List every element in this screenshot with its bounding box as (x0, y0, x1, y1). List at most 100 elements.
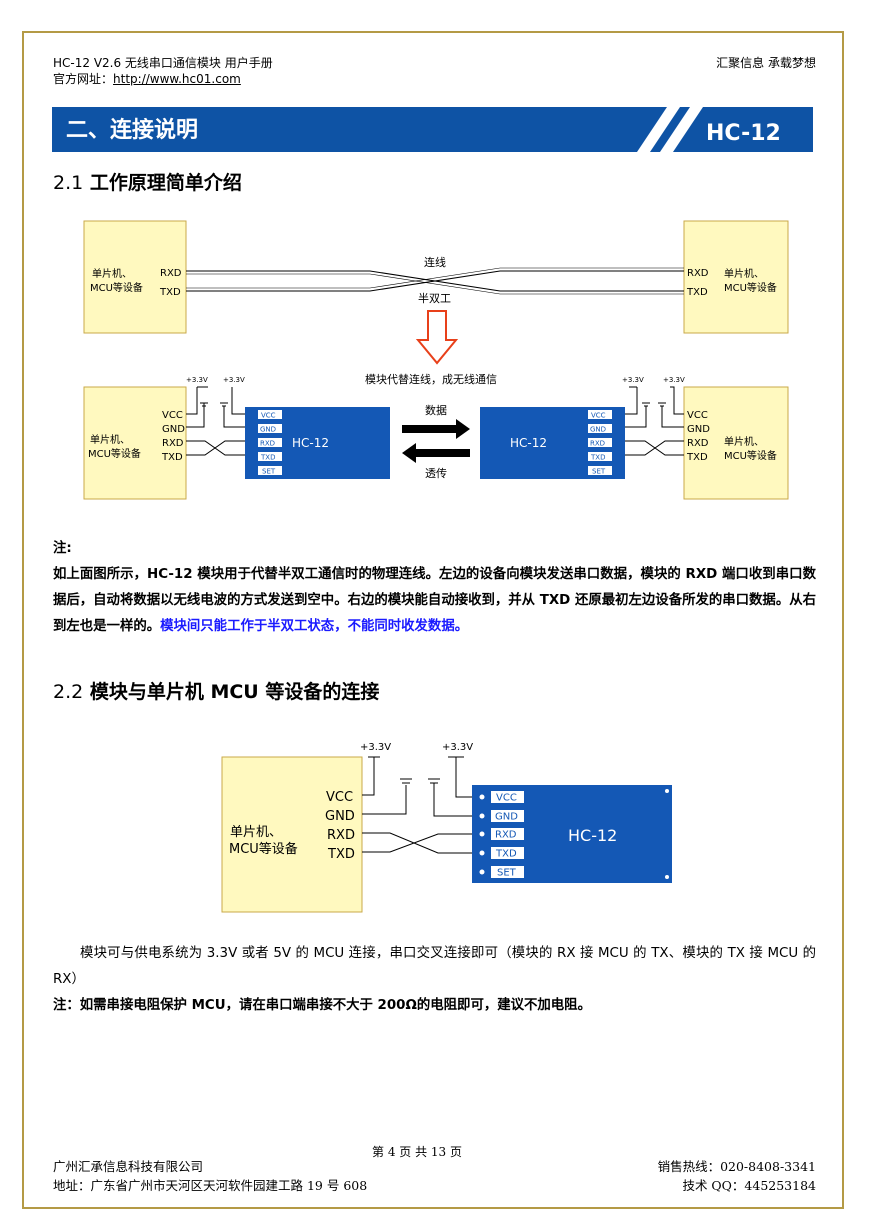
pin-label: GND (325, 809, 355, 824)
gnd-wire (186, 402, 208, 428)
device-label: 单片机、 (724, 435, 764, 448)
section-title: 工作原理简单介绍 (89, 172, 242, 194)
device-label: 单片机、 (230, 825, 282, 840)
module-pin-label: VCC (591, 412, 606, 420)
device-label: MCU等设备 (88, 447, 141, 460)
note-1: 注: 如上面图所示，HC-12 模块用于代替半双工通信时的物理连线。左边的设备向… (53, 536, 816, 640)
section-banner: 二、连接说明 HC-12 (52, 107, 813, 152)
module-pin-label: SET (592, 468, 606, 476)
wire-label: 半双工 (418, 291, 451, 305)
vcc-wire (625, 386, 638, 415)
module-pin-label: SET (262, 468, 276, 476)
device-label: MCU等设备 (229, 841, 298, 857)
voltage-label: +3.3V (663, 376, 685, 384)
page-frame (22, 31, 844, 1209)
footer-right: 销售热线：020-8408-3341 技术 QQ：445253184 (658, 1157, 816, 1195)
pin-label: RXD (327, 828, 355, 843)
voltage-label: +3.3V (442, 742, 473, 753)
right-device-box (683, 386, 789, 500)
note-label: 注: (53, 541, 72, 556)
website-line: 官方网址：http://www.hc01.com (53, 71, 273, 87)
banner-stripe (660, 107, 703, 152)
device-label: 单片机、 (90, 433, 130, 446)
pin-label: RXD (687, 438, 709, 449)
pin-label: TXD (159, 287, 181, 298)
vcc-wire (362, 756, 380, 796)
module-pin-label: VCC (261, 412, 276, 420)
banner-title: 二、连接说明 (66, 117, 198, 143)
voltage-label: +3.3V (360, 742, 391, 753)
voltage-label: +3.3V (223, 376, 245, 384)
mount-hole (665, 875, 669, 879)
gnd-wire (362, 778, 412, 815)
note-2: 注：如需串接电阻保护 MCU，请在串口端串接不大于 200Ω的电阻即可，建议不加… (53, 998, 591, 1013)
right-arrow-icon (402, 419, 470, 439)
cross-wire (362, 832, 472, 854)
section-2-1-heading: 2.1 工作原理简单介绍 (53, 168, 242, 195)
wire (186, 267, 684, 289)
module-pin-label: RXD (495, 830, 517, 841)
vcc-wire (670, 386, 684, 415)
pin-label: VCC (687, 410, 708, 421)
diagram-caption: 模块代替连线，成无线通信 (365, 372, 497, 386)
tech-qq: 技术 QQ：445253184 (682, 1178, 816, 1193)
left-device-box (83, 386, 187, 500)
pin-label: TXD (686, 287, 708, 298)
voltage-label: +3.3V (186, 376, 208, 384)
website-label: 官方网址： (53, 72, 114, 86)
sales-hotline: 销售热线：020-8408-3341 (657, 1159, 816, 1174)
module-pin-label: RXD (590, 440, 605, 448)
pin-label: TXD (686, 452, 708, 463)
header-slogan: 汇聚信息 承载梦想 (716, 56, 816, 70)
doc-title: HC-12 V2.6 无线串口通信模块 用户手册 (53, 56, 273, 70)
left-device-box (83, 220, 187, 334)
module-pin-label: TXD (260, 454, 275, 462)
mcu-connection-diagram: 单片机、 MCU等设备 VCC GND RXD TXD +3.3V +3.3V … (220, 735, 680, 921)
module-pin-label: TXD (590, 454, 605, 462)
module-pins: VCC GND RXD TXD SET (588, 410, 612, 476)
gnd-wire (220, 402, 247, 428)
vcc-wire (448, 756, 472, 798)
gnd-wire (625, 402, 650, 428)
pin-label: TXD (327, 847, 355, 862)
pin-label: RXD (160, 268, 182, 279)
vcc-wire (186, 386, 208, 415)
section-number: 2.2 (53, 681, 84, 703)
pin-label: VCC (326, 790, 353, 805)
module-pins: VCC GND RXD TXD SET (479, 791, 524, 879)
pin-label: GND (162, 424, 185, 435)
module-name: HC-12 (510, 436, 547, 450)
working-principle-diagram: 单片机、 MCU等设备 RXD TXD RXD TXD 单片机、 MCU等设备 … (80, 215, 800, 509)
device-label: MCU等设备 (724, 281, 777, 294)
vcc-wire (231, 387, 247, 415)
note-highlight: 模块间只能工作于半双工状态，不能同时收发数据。 (160, 619, 469, 634)
banner-stripe (637, 107, 680, 152)
mcu-device-box (221, 756, 363, 913)
module-name: HC-12 (292, 436, 329, 450)
arrow-label: 透传 (425, 467, 447, 480)
module-pin-label: GND (260, 426, 276, 434)
pin-label: TXD (161, 452, 183, 463)
section-number: 2.1 (53, 172, 84, 194)
module-pin-label: RXD (260, 440, 275, 448)
module-name: HC-12 (568, 826, 617, 845)
device-label: 单片机、 (724, 267, 764, 280)
gnd-wire (658, 402, 684, 428)
wire-label: 连线 (424, 255, 446, 269)
module-pin-label: GND (495, 812, 518, 823)
pin-label: VCC (162, 410, 183, 421)
section-2-2-heading: 2.2 模块与单片机 MCU 等设备的连接 (53, 677, 379, 704)
module-pin-label: TXD (495, 849, 517, 860)
gnd-wire (428, 778, 472, 817)
module-pin-label: VCC (496, 793, 517, 804)
header-left: HC-12 V2.6 无线串口通信模块 用户手册 官方网址：http://www… (53, 55, 273, 87)
pin-label: GND (687, 424, 710, 435)
note-text: 如上面图所示，HC-12 模块用于代替半双工通信时的物理连线。左边的设备向模块发… (53, 567, 816, 634)
module-pins: VCC GND RXD TXD SET (258, 410, 282, 476)
left-arrow-icon (402, 443, 470, 463)
section-title: 模块与单片机 MCU 等设备的连接 (89, 681, 380, 703)
website-link[interactable]: http://www.hc01.com (113, 72, 241, 86)
body-paragraph: 模块可与供电系统为 3.3V 或者 5V 的 MCU 连接，串口交叉连接即可（模… (53, 946, 816, 987)
banner-product: HC-12 (706, 121, 781, 146)
mount-hole (665, 789, 669, 793)
